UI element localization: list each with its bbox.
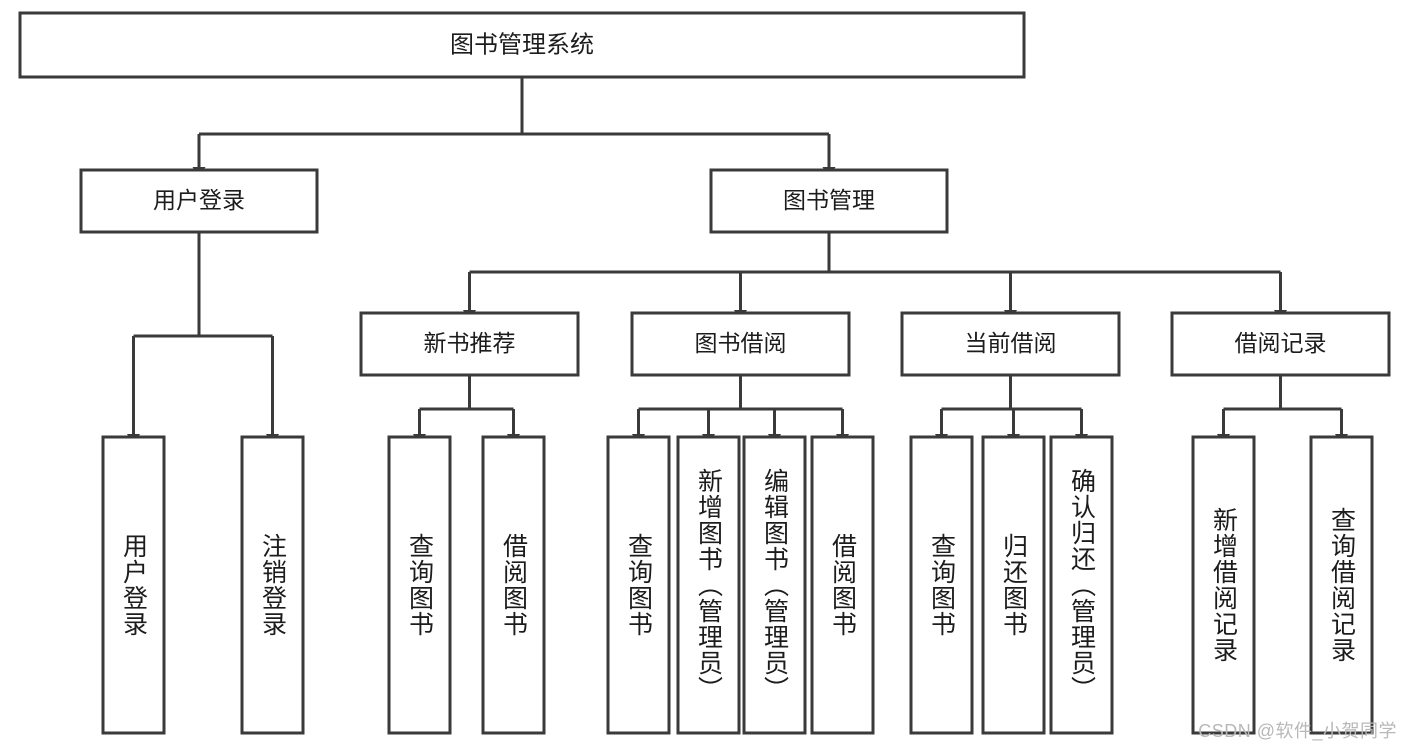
- node-label: 图书管理系统: [450, 31, 594, 58]
- node-label: 图书借阅: [695, 330, 787, 356]
- node-label: 新书推荐: [424, 330, 516, 356]
- node-leaf-8[interactable]: [909, 435, 974, 735]
- node-leaf-7[interactable]: [810, 435, 875, 735]
- node-leaf-1[interactable]: [240, 435, 305, 735]
- node-leaf-9[interactable]: [981, 435, 1046, 735]
- node-level1-0[interactable]: 用户登录: [79, 168, 319, 234]
- node-label: 借阅记录: [1235, 330, 1327, 356]
- node-leaf-12[interactable]: [1309, 435, 1374, 735]
- node-leaf-5[interactable]: [676, 435, 741, 735]
- node-leaf-3[interactable]: [481, 435, 546, 735]
- node-root-图书管理系统[interactable]: 图书管理系统: [18, 11, 1026, 79]
- node-label: 当前借阅: [965, 330, 1057, 356]
- node-level2-2[interactable]: 当前借阅: [900, 311, 1121, 377]
- node-level1-1[interactable]: 图书管理: [709, 168, 949, 234]
- watermark: CSDN @软件_小贺同学: [1198, 721, 1397, 741]
- node-leaf-10[interactable]: [1049, 435, 1114, 735]
- node-leaf-4[interactable]: [606, 435, 671, 735]
- node-leaf-11[interactable]: [1191, 435, 1256, 735]
- node-level2-0[interactable]: 新书推荐: [359, 311, 580, 377]
- node-leaf-0[interactable]: [101, 435, 166, 735]
- node-level2-1[interactable]: 图书借阅: [630, 311, 851, 377]
- node-label: 图书管理: [783, 187, 875, 213]
- node-level2-3[interactable]: 借阅记录: [1170, 311, 1391, 377]
- node-leaf-2[interactable]: [387, 435, 452, 735]
- node-leaf-6[interactable]: [742, 435, 807, 735]
- node-label: 用户登录: [153, 187, 245, 213]
- connector-layer: [127, 77, 1348, 445]
